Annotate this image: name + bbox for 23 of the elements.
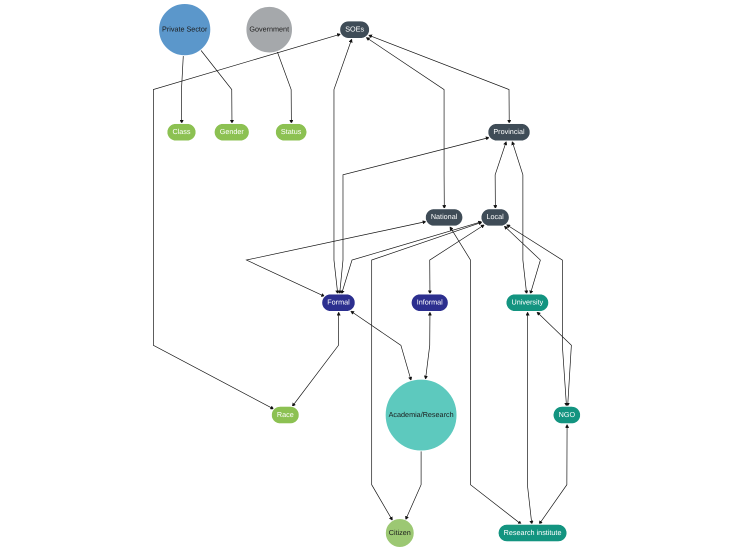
arrow [536, 312, 572, 407]
arrow [493, 141, 508, 210]
arrow [405, 450, 422, 520]
arrow [371, 221, 482, 521]
arrow [526, 312, 534, 525]
arrow [245, 220, 426, 297]
arrow [450, 226, 522, 525]
arrow [350, 310, 412, 381]
arrow [428, 224, 485, 294]
arrow [424, 312, 432, 380]
arrow [276, 51, 294, 124]
arrow [292, 312, 341, 407]
arrow [334, 38, 352, 294]
arrow [511, 141, 528, 294]
arrow [180, 55, 184, 124]
arrow [368, 34, 512, 124]
arrow [504, 226, 541, 294]
arrow [366, 37, 446, 210]
arrow [153, 33, 341, 410]
arrow [506, 224, 568, 407]
arrow [538, 424, 570, 525]
arrow [200, 50, 234, 124]
arrow [338, 136, 490, 294]
